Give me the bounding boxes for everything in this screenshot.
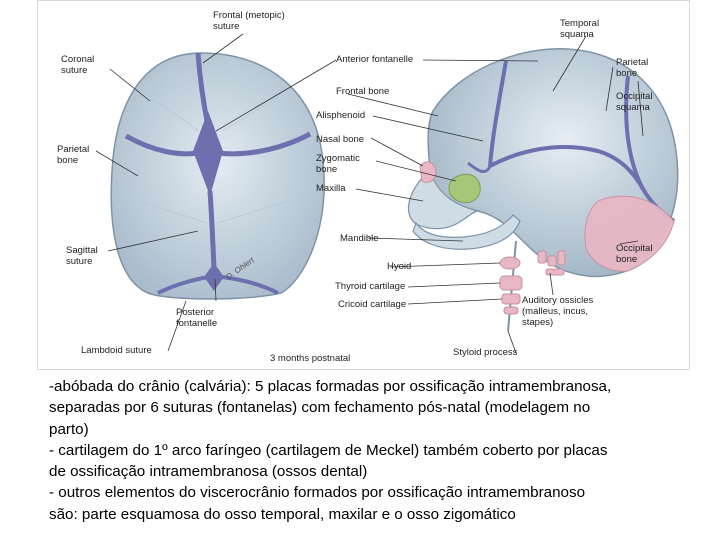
auditory-ossicles-shape bbox=[537, 250, 566, 276]
label-coronal-suture: Coronal suture bbox=[61, 54, 95, 76]
label-mandible: Mandible bbox=[340, 233, 379, 244]
caption-line: -abóbada do crânio (calvária): 5 placas … bbox=[49, 378, 612, 395]
caption-line: - cartilagem do 1º arco faríngeo (cartil… bbox=[49, 441, 608, 459]
label-occipital-squama: Occipital squama bbox=[616, 91, 653, 113]
label-thyroid-cartilage: Thyroid cartilage bbox=[335, 281, 406, 292]
superior-skull-outline bbox=[110, 52, 325, 300]
label-frontal-bone: Frontal bone bbox=[336, 86, 390, 97]
label-lambdoid-suture: Lambdoid suture bbox=[81, 345, 152, 356]
leader-lines bbox=[95, 33, 644, 354]
lateral-squamosal-suture bbox=[489, 144, 645, 190]
caption-line: separadas por 6 suturas (fontanelas) com… bbox=[49, 399, 591, 417]
skull-figure: Frontal (metopic) suture Coronal suture … bbox=[37, 0, 690, 370]
lambdoid-suture bbox=[157, 275, 279, 295]
caption-line: parto) bbox=[49, 420, 89, 438]
label-sagittal-suture: Sagittal suture bbox=[66, 245, 98, 267]
posterior-fontanelle bbox=[204, 263, 224, 291]
label-occipital-bone: Occipital bone bbox=[616, 243, 653, 265]
label-maxilla: Maxilla bbox=[316, 183, 346, 194]
lateral-view-skull bbox=[407, 48, 679, 332]
coronal-suture bbox=[124, 131, 312, 157]
label-nasal-bone: Nasal bone bbox=[316, 134, 365, 145]
label-posterior-fontanelle: Posterior fontanelle bbox=[176, 307, 218, 329]
caption-line: - outros elementos do viscerocrânio form… bbox=[49, 484, 586, 502]
anterior-fontanelle bbox=[193, 111, 223, 196]
larynx-cartilages bbox=[499, 256, 523, 315]
label-auditory-ossicles: Auditory ossicles (malleus, incus, stape… bbox=[522, 295, 594, 328]
sagittal-suture bbox=[207, 190, 217, 270]
label-styloid-process: Styloid process bbox=[453, 347, 518, 358]
label-hyoid: Hyoid bbox=[387, 261, 412, 272]
caption-line: são: parte esquamosa do osso temporal, m… bbox=[49, 505, 516, 523]
nasal-region bbox=[419, 161, 437, 184]
label-age: 3 months postnatal bbox=[270, 353, 351, 364]
label-parietal-bone-left: Parietal bone bbox=[57, 144, 90, 166]
label-temporal-squama: Temporal squama bbox=[560, 18, 600, 40]
label-anterior-fontanelle: Anterior fontanelle bbox=[336, 54, 414, 65]
label-parietal-bone-right: Parietal bone bbox=[616, 57, 649, 79]
label-cricoid-cartilage: Cricoid cartilage bbox=[338, 299, 407, 310]
occipital-bone-shape bbox=[584, 195, 675, 272]
label-zygomatic-bone: Zygomatic bone bbox=[316, 153, 360, 175]
caption: -abóbada do crânio (calvária): 5 placas … bbox=[49, 376, 689, 525]
zygomatic-bone-shape bbox=[448, 173, 481, 204]
label-frontal-metopic-suture: Frontal (metopic) suture bbox=[213, 10, 285, 32]
caption-line: de ossificação intramembranosa (ossos de… bbox=[49, 463, 368, 481]
superior-view-skull bbox=[110, 52, 325, 300]
label-alisphenoid: Alisphenoid bbox=[316, 110, 366, 121]
lateral-coronal-suture bbox=[488, 60, 508, 167]
lateral-sphenoid-suture bbox=[467, 161, 492, 174]
lateral-face bbox=[407, 170, 479, 230]
skull-illustration bbox=[95, 33, 679, 354]
